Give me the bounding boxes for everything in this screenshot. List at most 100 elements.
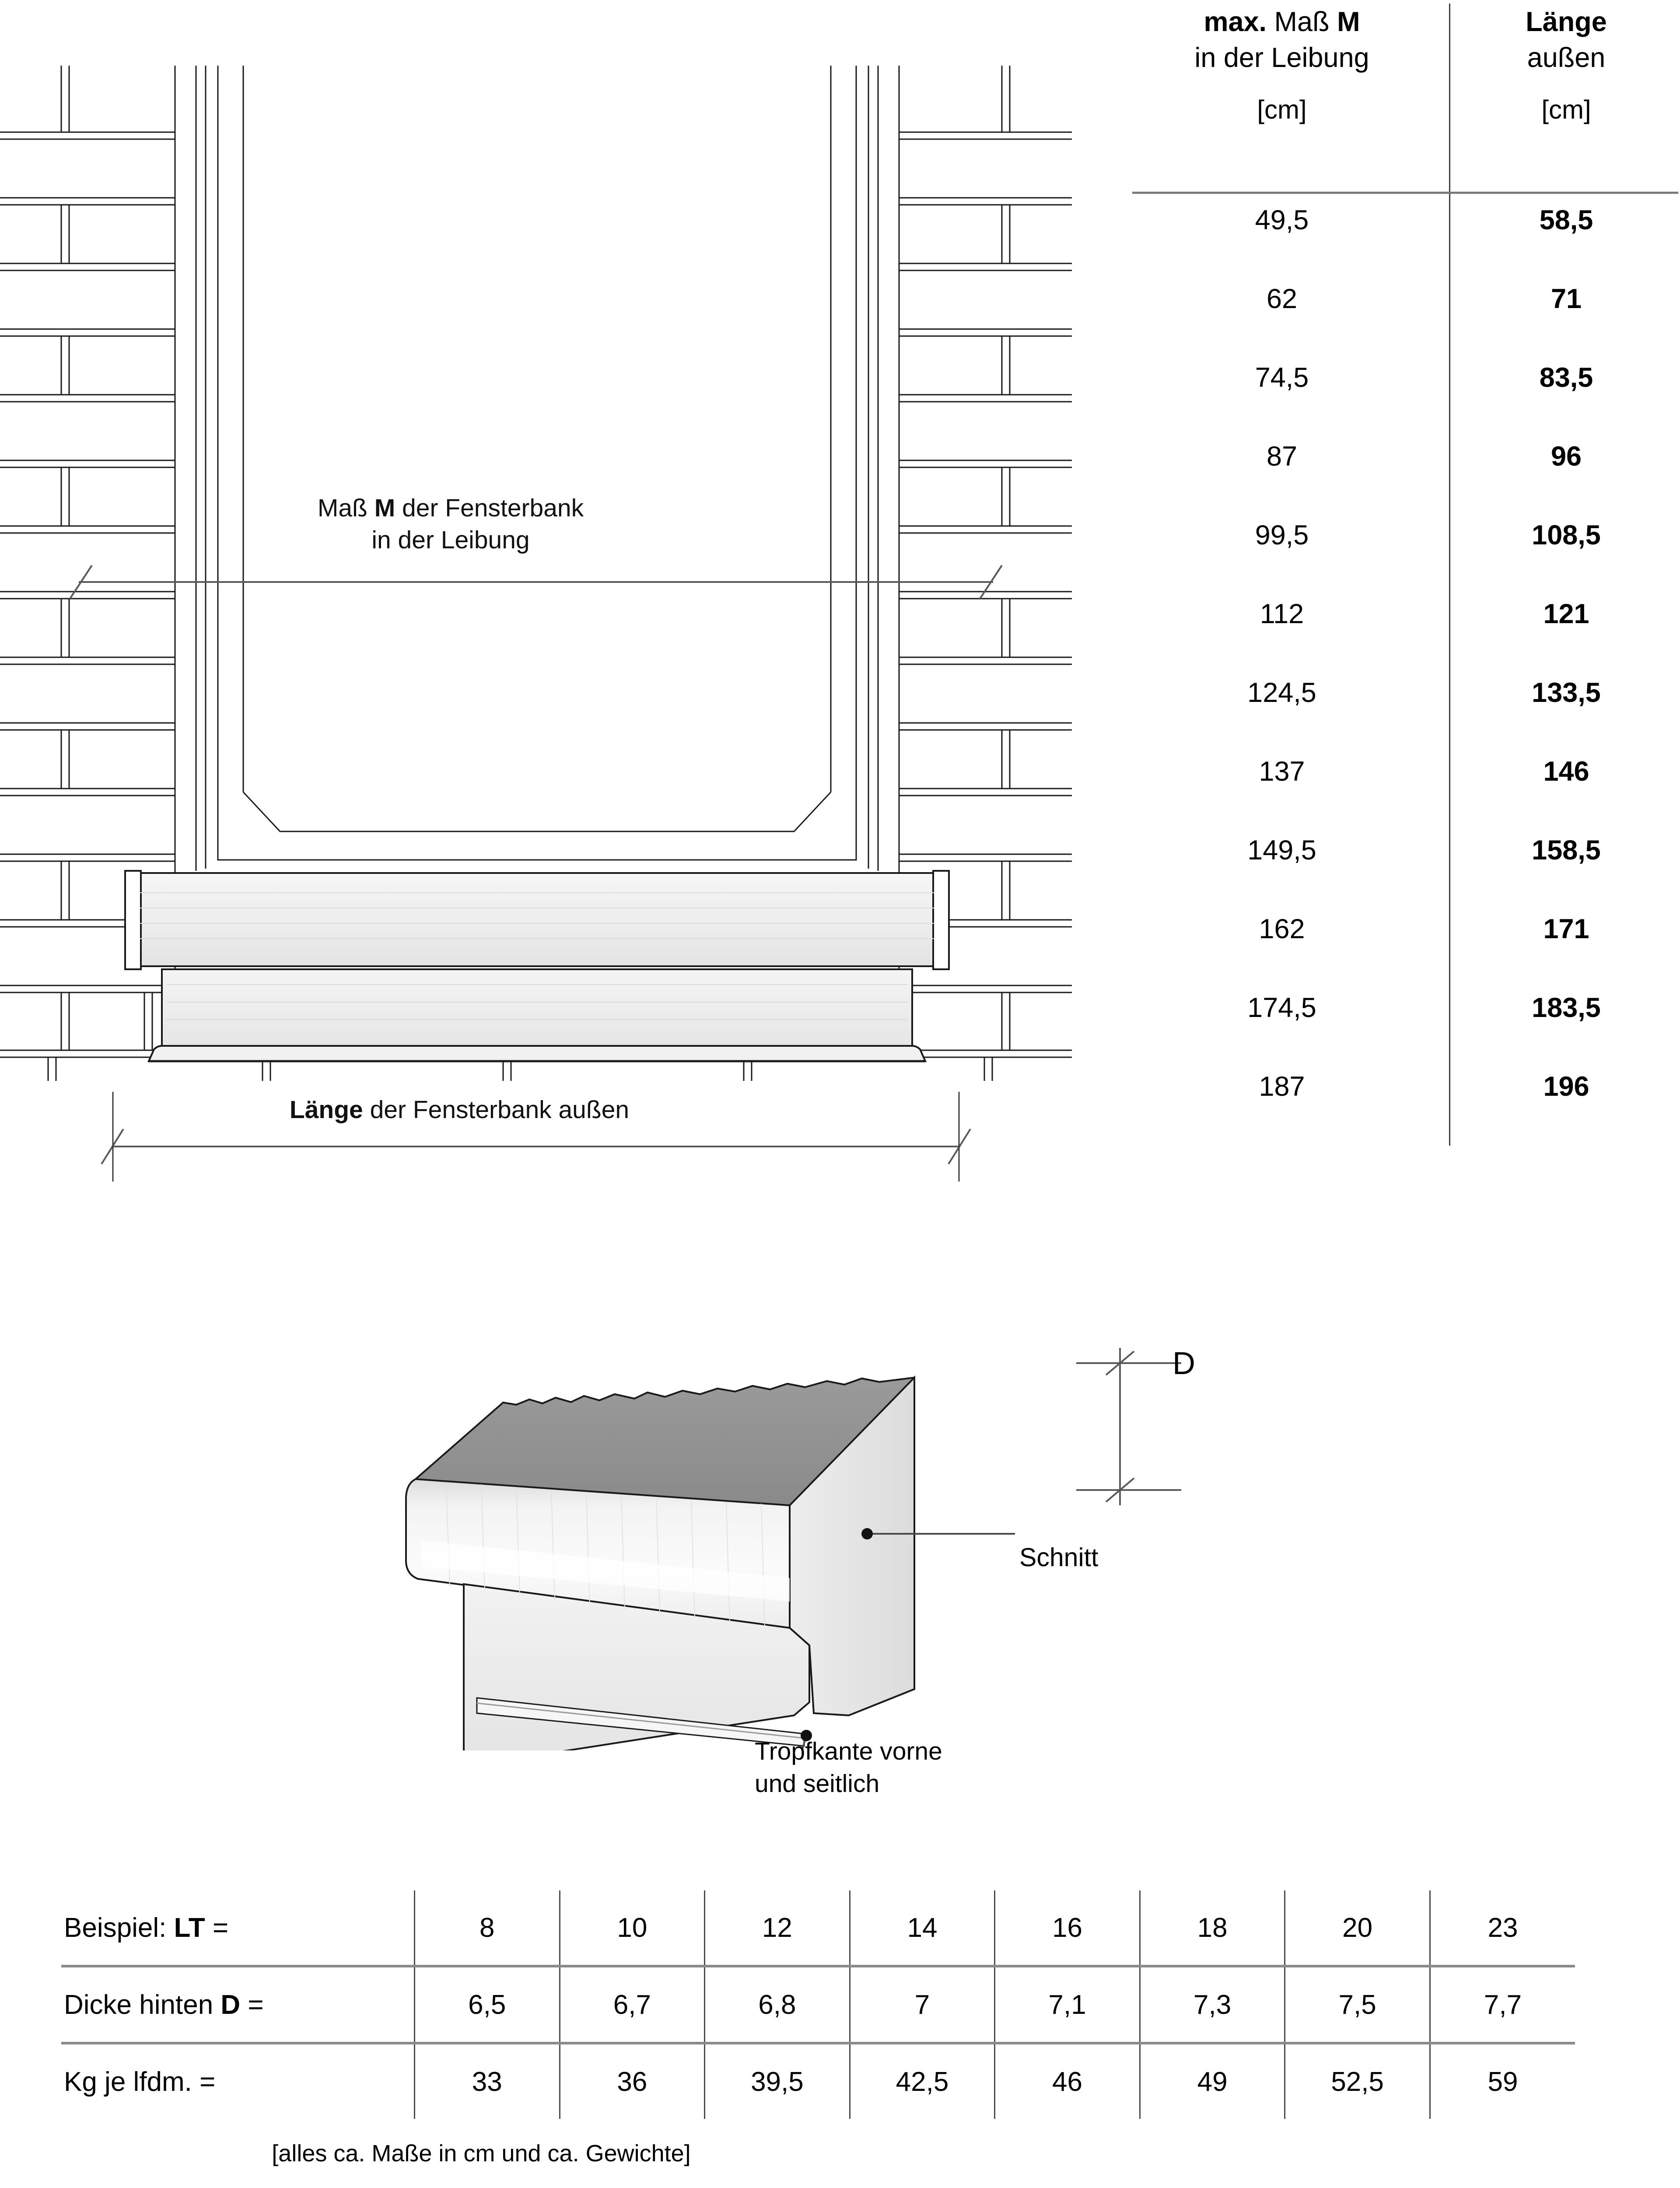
table-row: 149,5 158,5 [1120,837,1680,915]
cell-mass-m: 112 [1260,599,1304,629]
table-row: 99,5 108,5 [1120,522,1680,600]
cell-lt: 8 [414,1890,560,1967]
cell-lt: 16 [994,1890,1140,1967]
header-col-laenge-line2: außen [1527,42,1606,73]
cell-kg: 46 [994,2043,1140,2119]
cell-dicke: 6,7 [559,1966,705,2044]
label-laenge-aussen: Länge der Fensterbank außen [109,1094,809,1126]
header-col-mass-m-line2: in der Leibung [1194,42,1369,73]
measurement-table-header: max. Maß M in der Leibung [cm] Länge auß… [1120,0,1680,193]
row-label-lt-bold: LT [174,1912,205,1943]
table-row: 187 196 [1120,1073,1680,1152]
cell-mass-m: 124,5 [1247,677,1316,708]
row-label-lt-post: = [205,1912,229,1943]
label-tropfkante-line1: Tropfkante vorne [755,1737,942,1765]
table-row: 62 71 [1120,285,1680,364]
row-label-dicke-bold: D [220,1989,241,2020]
footnote-text: [alles ca. Maße in cm und ca. Gewichte] [272,2140,691,2167]
header-max-prefix: max. [1204,7,1274,37]
cell-mass-m: 137 [1259,756,1305,787]
cell-laenge: 146 [1543,756,1589,787]
label-tropfkante-line2: und seitlich [755,1770,880,1798]
cell-kg: 33 [414,2043,560,2119]
cell-lt: 10 [559,1890,705,1967]
cell-dicke: 7,5 [1284,1966,1430,2044]
label-mass-m-bold: M [374,494,396,522]
cell-kg: 49 [1139,2043,1285,2119]
label-d-dimension: D [1172,1346,1195,1381]
header-mass-m-bold: M [1337,7,1360,37]
cell-laenge: 158,5 [1532,835,1601,866]
measurement-table: max. Maß M in der Leibung [cm] Länge auß… [1120,0,1680,1182]
cell-mass-m: 62 [1266,284,1298,314]
dimension-mass-m [69,565,1003,600]
row-label-lt-pre: Beispiel: [64,1912,174,1943]
row-label-dicke-pre: Dicke hinten [64,1989,221,2020]
cell-lt: 12 [704,1890,850,1967]
table-vertical-divider [1449,4,1450,1146]
cell-lt: 18 [1139,1890,1285,1967]
cell-dicke: 7,7 [1429,1966,1575,2044]
window-sill-elevation [124,870,950,1062]
table-row: 112 121 [1120,600,1680,679]
header-col-mass-m: max. Maß M in der Leibung [cm] [1120,0,1444,125]
header-col-mass-m-unit: [cm] [1257,95,1307,124]
row-label-kg: Kg je lfdm. = [64,2066,216,2097]
cell-mass-m: 87 [1266,441,1298,472]
header-col-laenge-unit: [cm] [1541,95,1591,124]
table-row: 74,5 83,5 [1120,364,1680,443]
cell-laenge: 133,5 [1532,677,1601,708]
label-mass-m-line2: in der Leibung [371,526,530,554]
cell-laenge: 58,5 [1539,205,1593,235]
surface-texture [446,1484,765,1627]
cell-laenge: 171 [1543,914,1589,944]
cell-mass-m: 74,5 [1255,362,1309,393]
cell-laenge: 83,5 [1539,362,1593,393]
header-mass-word: Maß [1274,7,1337,37]
cell-mass-m: 149,5 [1247,835,1316,866]
cell-kg: 36 [559,2043,705,2119]
label-tropfkante: Tropfkante vorne und seitlich [755,1735,942,1800]
cell-lt: 14 [849,1890,995,1967]
window-frame-lines [174,66,900,985]
header-col-laenge: Länge außen [cm] [1452,0,1680,125]
label-schnitt: Schnitt [1019,1543,1099,1572]
window-elevation-drawing: Maß M der Fensterbank in der Leibung Län… [0,0,1072,1190]
header-col-laenge-line1: Länge [1526,7,1607,37]
table-row-lt: Beispiel: LT = 8 10 12 14 16 18 20 23 [61,1890,1575,1967]
label-laenge-rest: der Fensterbank außen [363,1096,630,1124]
cell-laenge: 183,5 [1532,992,1601,1023]
table-row-dicke: Dicke hinten D = 6,5 6,7 6,8 7 7,1 7,3 7… [61,1966,1575,2044]
cell-laenge: 108,5 [1532,520,1601,551]
sill-perspective-drawing [332,1260,1382,1750]
label-mass-m-text-pre: Maß [317,494,374,522]
cell-laenge: 196 [1543,1071,1589,1102]
tropfkante-leader [801,1737,807,1750]
cell-laenge: 71 [1550,284,1582,314]
table-row-kg: Kg je lfdm. = 33 36 39,5 42,5 46 49 52,5… [61,2043,1575,2119]
cell-laenge: 96 [1550,441,1582,472]
table-row: 124,5 133,5 [1120,679,1680,758]
cell-mass-m: 187 [1259,1071,1305,1102]
table-row: 162 171 [1120,915,1680,994]
row-label-dicke: Dicke hinten D = [61,1966,415,2044]
cell-lt: 23 [1429,1890,1575,1967]
table-header-rule [1132,192,1678,194]
cell-kg: 39,5 [704,2043,850,2119]
row-label-lt: Beispiel: LT = [61,1890,415,1967]
cell-kg: 52,5 [1284,2043,1430,2119]
table-row: 174,5 183,5 [1120,994,1680,1073]
label-mass-m-text-post: der Fensterbank [395,494,584,522]
table-row: 49,5 58,5 [1120,207,1680,285]
schnitt-leader-dot [861,1528,873,1539]
header-col-mass-m-line1: max. Maß M [1120,0,1444,40]
cell-mass-m: 99,5 [1255,520,1309,551]
cell-mass-m: 174,5 [1247,992,1316,1023]
cell-dicke: 6,8 [704,1966,850,2044]
tropfkante-leader-dot [801,1730,812,1741]
label-mass-m: Maß M der Fensterbank in der Leibung [144,492,757,556]
dimension-laenge [101,1092,971,1182]
cell-mass-m: 49,5 [1255,205,1309,235]
cell-kg: 42,5 [849,2043,995,2119]
cell-mass-m: 162 [1259,914,1305,944]
